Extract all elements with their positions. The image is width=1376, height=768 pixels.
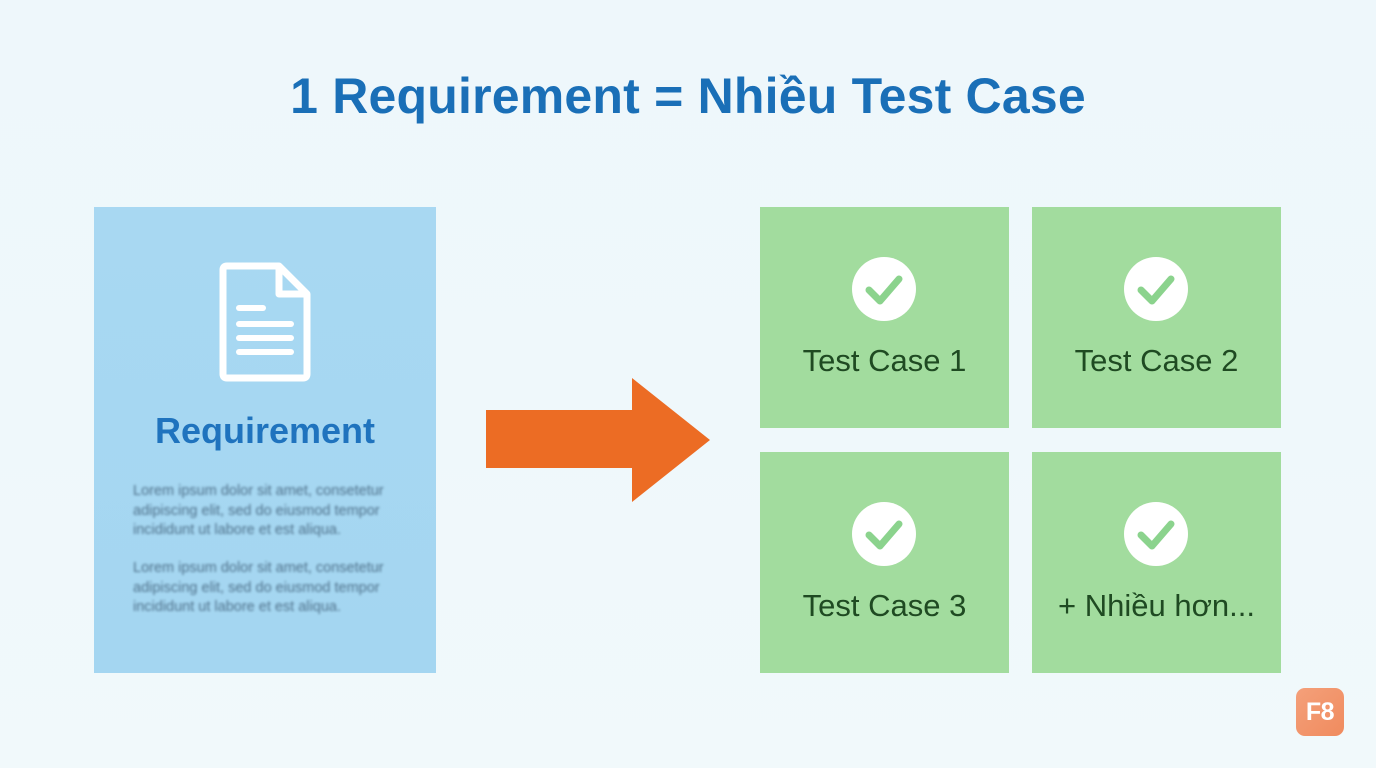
more-test-cases-label: + Nhiều hơn... (1058, 588, 1255, 623)
more-test-cases-card: + Nhiều hơn... (1032, 452, 1281, 673)
requirement-paragraph: Lorem ipsum dolor sit amet, consetetur a… (133, 483, 384, 538)
check-icon (1124, 502, 1188, 566)
check-icon (852, 502, 916, 566)
requirement-label: Requirement (154, 410, 376, 451)
requirement-card: Requirement Lorem ipsum dolor sit amet, … (94, 207, 436, 673)
page-title: 1 Requirement = Nhiều Test Case (290, 68, 1086, 124)
test-case-label: Test Case 3 (802, 588, 967, 623)
test-case-card: Test Case 1 (760, 207, 1009, 428)
test-case-card: Test Case 3 (760, 452, 1009, 673)
f8-logo-badge: F8 (1296, 688, 1344, 736)
check-icon (1124, 257, 1188, 321)
test-case-label: Test Case 1 (802, 343, 967, 378)
test-case-label: Test Case 2 (1074, 343, 1239, 378)
requirement-paragraph: Lorem ipsum dolor sit amet, consetetur a… (133, 560, 384, 615)
document-icon (219, 262, 311, 382)
arrow-right-icon (486, 378, 710, 502)
check-icon (852, 257, 916, 321)
test-case-card: Test Case 2 (1032, 207, 1281, 428)
